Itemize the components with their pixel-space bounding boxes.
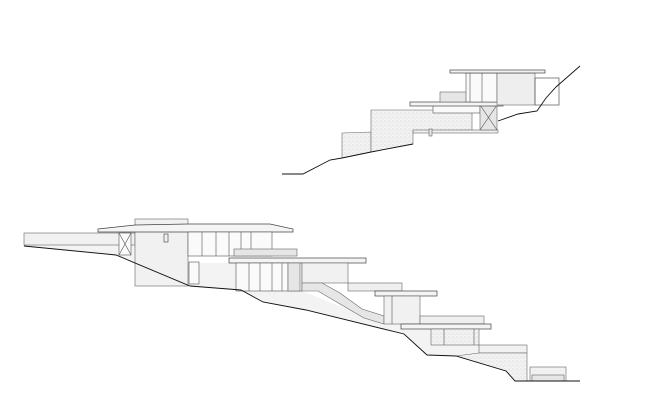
fifth-volume <box>430 328 480 346</box>
fourth-roof <box>400 323 492 330</box>
upper-glazing <box>465 72 498 103</box>
third-volume <box>383 295 421 325</box>
lower-elevation <box>23 218 580 382</box>
second-roof <box>228 257 367 264</box>
ground-line-upper <box>282 143 414 175</box>
fourth-box <box>419 315 485 325</box>
pool-water <box>531 374 565 382</box>
upper-elevation <box>282 65 581 175</box>
lower-roof <box>409 101 504 107</box>
base-slab <box>412 129 499 134</box>
tower-window <box>163 233 169 243</box>
rear-volume-outline <box>534 77 560 106</box>
balcony-rail <box>233 248 298 257</box>
rock-wall-lower <box>341 131 372 159</box>
ground-line-lower <box>23 245 580 382</box>
third-roof <box>374 290 438 297</box>
ground-line-upper-right <box>497 65 581 122</box>
main-roof <box>97 223 294 233</box>
stair-post <box>428 128 433 137</box>
terrace-box <box>347 282 403 292</box>
upper-solid-volume <box>496 72 536 106</box>
left-terrace <box>23 232 136 246</box>
second-solid-volume <box>301 262 349 284</box>
hatched-door <box>287 262 301 292</box>
upper-roof <box>449 69 546 74</box>
lower-box <box>478 344 528 354</box>
lower-tower-door <box>188 261 200 285</box>
